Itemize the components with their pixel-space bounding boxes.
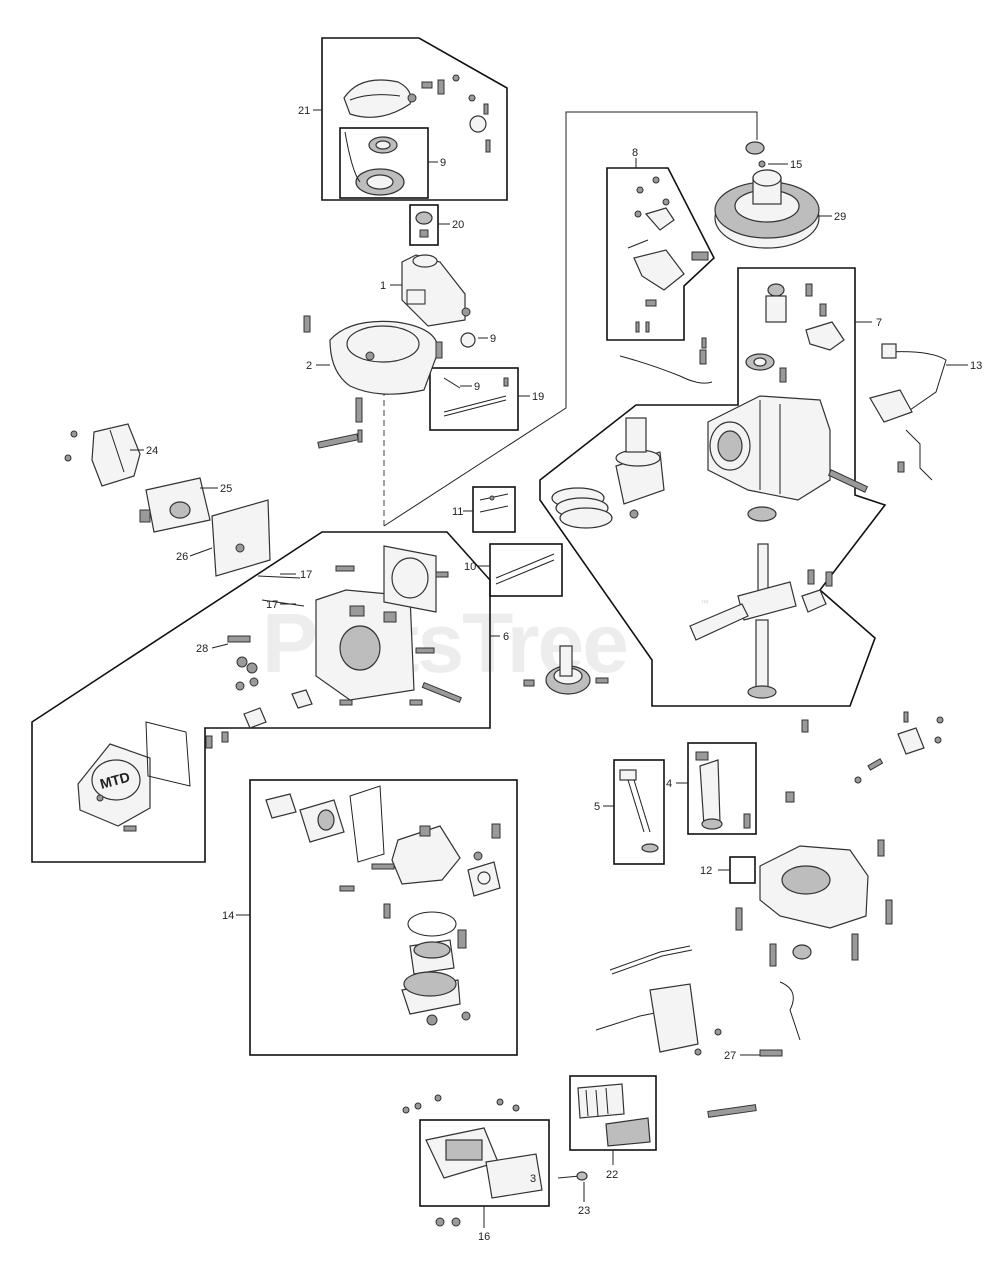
callout-7: 7 — [876, 317, 882, 329]
callout-28: 28 — [196, 643, 208, 655]
callout-9a: 9 — [440, 157, 446, 169]
callout-14: 14 — [222, 910, 234, 922]
callout-29: 29 — [834, 211, 846, 223]
cylinder-head — [205, 545, 462, 749]
callout-17a: 17 — [300, 569, 312, 581]
crankshaft — [689, 543, 833, 699]
dipstick-tube — [695, 751, 751, 830]
exhaust-bolt — [317, 433, 359, 449]
crank-seal — [747, 506, 777, 522]
sump-cover — [735, 719, 893, 967]
callout-13: 13 — [970, 360, 982, 372]
callout-27: 27 — [724, 1050, 736, 1062]
blower-housing — [401, 254, 471, 327]
callout-2: 2 — [306, 360, 312, 372]
callout-16: 16 — [478, 1231, 490, 1243]
group-box-11 — [472, 486, 516, 533]
oil-fill-tube — [619, 769, 659, 853]
callout-6: 6 — [503, 631, 509, 643]
group-box-9 — [339, 127, 429, 199]
crankcase-block — [707, 395, 869, 501]
callout-23: 23 — [578, 1205, 590, 1217]
group-box-21 — [321, 37, 508, 201]
callout-26: 26 — [176, 551, 188, 563]
muffler-heat-shield — [211, 499, 271, 577]
ignition-coil — [869, 343, 947, 481]
callout-1: 1 — [380, 280, 386, 292]
grommet — [460, 332, 476, 348]
callout-10: 10 — [464, 561, 476, 573]
callout-21: 21 — [298, 105, 310, 117]
baffle-rod — [443, 377, 509, 417]
camshaft — [523, 645, 609, 695]
flywheel-nut — [745, 141, 765, 155]
callout-20: 20 — [452, 219, 464, 231]
air-filter-number: 3 — [530, 1173, 536, 1185]
callout-5: 5 — [594, 801, 600, 813]
air-filter-element — [577, 1083, 651, 1147]
callout-19: 19 — [532, 391, 544, 403]
group-box-7 — [539, 267, 887, 707]
leader-lines — [130, 109, 968, 1228]
throttle-linkage — [595, 945, 801, 1118]
starter-cup — [415, 211, 433, 238]
air-cleaner: 3 — [402, 1094, 543, 1227]
flywheel-washer — [758, 160, 766, 168]
crankcase-parts — [699, 283, 845, 383]
callout-12: 12 — [700, 865, 712, 877]
group-box-19 — [429, 367, 519, 431]
pushrods-10 — [495, 553, 555, 585]
callout-8: 8 — [632, 147, 638, 159]
valve-cover: MTD — [77, 721, 191, 832]
carburetor-assembly — [265, 785, 501, 1026]
governor-spring — [619, 355, 713, 384]
callout-4: 4 — [666, 778, 672, 790]
group-box-4 — [687, 742, 757, 835]
callout-9b: 9 — [490, 333, 496, 345]
group-box-20 — [409, 204, 439, 246]
flywheel-shroud — [303, 315, 443, 443]
group-box-10 — [489, 543, 563, 597]
group-box-6 — [31, 531, 491, 863]
callout-25: 25 — [220, 483, 232, 495]
flywheel — [714, 169, 820, 249]
group-box-8 — [606, 167, 715, 341]
callout-24: 24 — [146, 445, 158, 457]
choke-lever — [897, 711, 944, 755]
piston — [551, 417, 665, 529]
muffler — [139, 477, 211, 533]
watermark-trademark: ™ — [700, 598, 709, 608]
callout-22: 22 — [606, 1169, 618, 1181]
muffler-guard — [64, 423, 141, 487]
callout-9c: 9 — [474, 381, 480, 393]
governor-bracket — [627, 176, 709, 333]
callout-11: 11 — [452, 506, 463, 518]
valve-cover-logo: MTD — [98, 769, 131, 792]
recoil-pulley — [344, 131, 405, 196]
recoil-starter — [343, 74, 491, 153]
air-cleaner-screw — [557, 1171, 588, 1181]
callout-17b: 17 — [266, 599, 278, 611]
group-box-12 — [729, 856, 756, 884]
link-line-15 — [383, 111, 758, 527]
group-box-14 — [249, 779, 518, 1056]
pushrods-11 — [479, 493, 509, 513]
group-box-5 — [613, 759, 665, 865]
callouts: 21 9 20 1 9 2 9 19 8 15 29 7 13 24 25 26… — [146, 105, 982, 1243]
callout-15: 15 — [790, 159, 802, 171]
